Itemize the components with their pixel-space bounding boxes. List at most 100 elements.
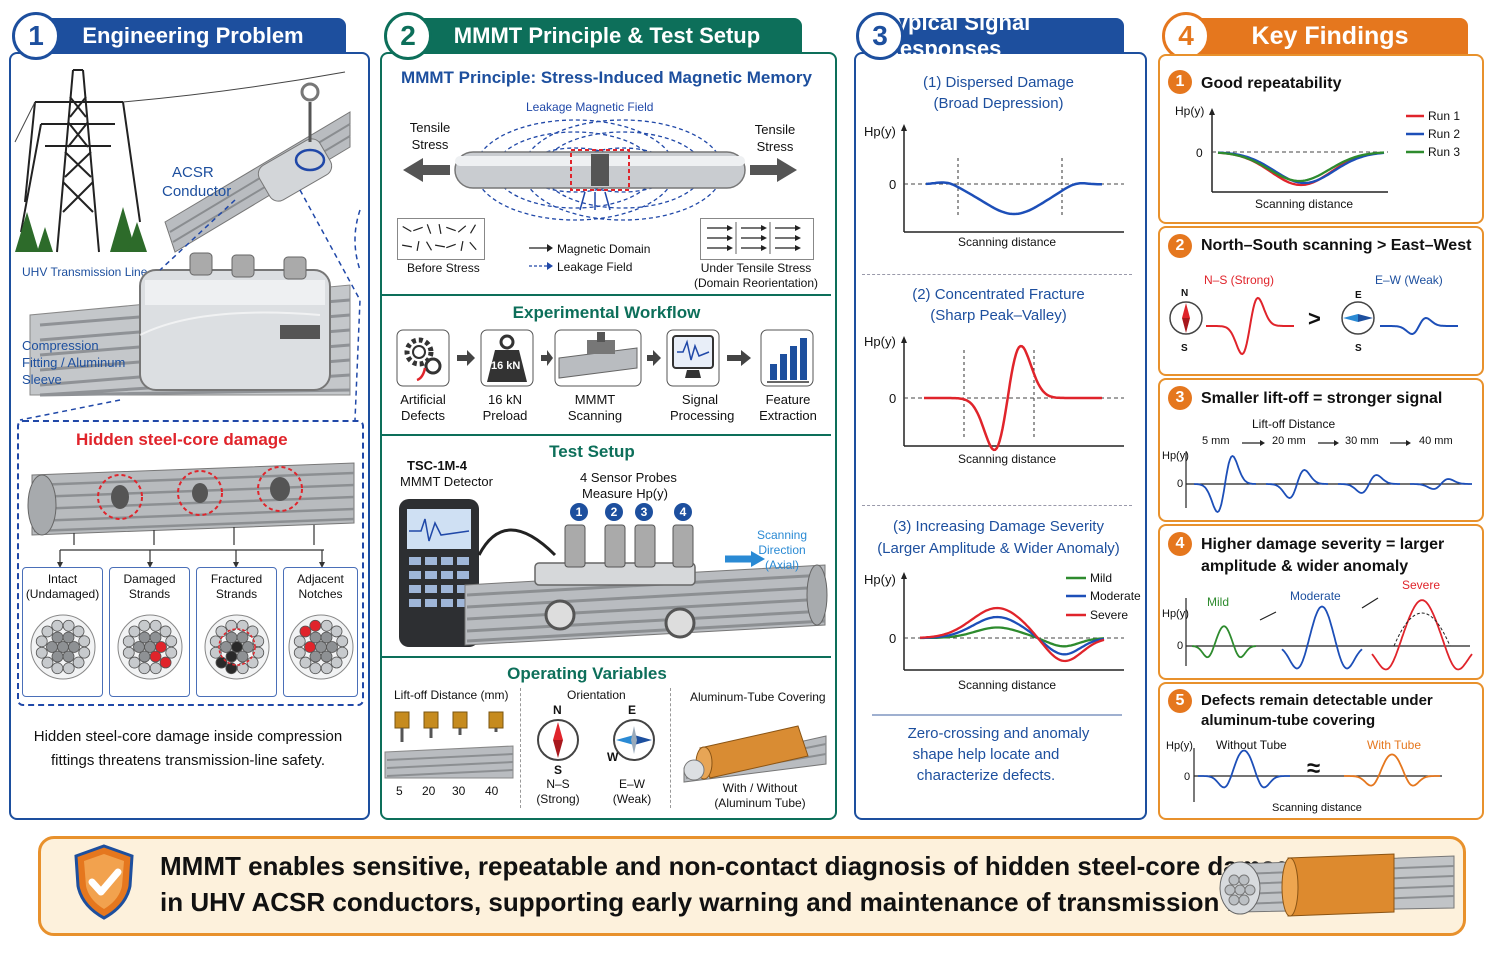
f2-ew-label: E–W (Weak) xyxy=(1375,273,1443,287)
panel2-title: MMMT Principle & Test Setup xyxy=(453,23,761,48)
f1-zero: 0 xyxy=(1196,146,1203,160)
f4-label-mild: Mild xyxy=(1207,595,1230,609)
panel4-header: Key Findings xyxy=(1192,18,1468,54)
xs-strand xyxy=(138,619,151,632)
f3-signal-2 xyxy=(1266,469,1328,499)
f4-label-severe: Severe xyxy=(1402,578,1441,592)
compass-ew-e: E xyxy=(628,703,637,717)
panel1-number-badge: 1 xyxy=(12,12,60,60)
panel3-header: Typical Signal Responses xyxy=(884,10,1124,61)
ns-strong-2: (Strong) xyxy=(536,792,580,806)
xs-strand xyxy=(133,641,145,653)
panel3-note-1: Zero-crossing and anomaly xyxy=(907,725,1090,742)
variables-separator-1 xyxy=(520,688,522,808)
xs-strand xyxy=(309,619,322,632)
xs-strand xyxy=(68,641,80,653)
g3-legend-swatches xyxy=(1066,576,1086,617)
f1-legend-swatches xyxy=(1406,114,1424,154)
banner-cable-illustration xyxy=(1219,853,1455,917)
banner-line-1: MMMT enables sensitive, repeatable and n… xyxy=(160,851,1306,881)
xs-strand xyxy=(46,641,58,653)
domain-arrow xyxy=(469,224,477,234)
scan-direction-2: Direction xyxy=(758,543,806,557)
workflow-1-l2: Defects xyxy=(400,408,446,423)
g3-ylabel: Hp(y) xyxy=(864,572,896,587)
f5-with-line xyxy=(1344,753,1440,787)
xs-strand xyxy=(236,650,249,663)
f5-axes xyxy=(1193,748,1442,802)
f2-ns-signal xyxy=(1206,296,1294,356)
shield-check-icon xyxy=(74,844,134,920)
domain-arrow xyxy=(426,224,432,234)
workflow-diagram xyxy=(396,329,814,387)
f1-axes xyxy=(1211,110,1388,193)
panel2-divider-1 xyxy=(382,294,831,296)
f2-ew-line xyxy=(1380,316,1458,336)
xs-strand xyxy=(330,656,343,669)
panel3-divider-2 xyxy=(862,505,1132,507)
panel4-title: Key Findings xyxy=(1251,21,1409,50)
case-connector-lines xyxy=(57,549,325,568)
f4-label-moderate: Moderate xyxy=(1290,589,1341,603)
g1-signal-line xyxy=(925,181,1102,216)
g3-xlabel: Scanning distance xyxy=(958,678,1057,692)
g2-ylabel: Hp(y) xyxy=(864,334,896,349)
xs-strand xyxy=(78,646,91,659)
g2-signal-line xyxy=(924,344,1102,452)
under-stress-label-2: (Domain Reorientation) xyxy=(693,276,819,290)
g2-title-1: (2) Concentrated Fracture xyxy=(912,286,1085,303)
fitting-label-2: Fitting / Aluminum xyxy=(22,355,126,370)
xs-strand xyxy=(128,656,141,669)
panel3-divider-1 xyxy=(862,274,1132,276)
xs-strand xyxy=(252,635,265,648)
f3-value-2: 20 mm xyxy=(1272,435,1306,447)
xs-strand xyxy=(236,631,249,644)
panel2-number-badge: 2 xyxy=(384,12,432,60)
xs-strand xyxy=(246,625,259,638)
panel3-number-badge: 3 xyxy=(856,12,904,60)
graph-concentrated-fracture xyxy=(901,336,1124,452)
panel3-note-3: characterize defects. xyxy=(916,767,1056,784)
transmission-tower-illustration xyxy=(14,69,351,253)
f2-ns-n: N xyxy=(1181,288,1189,299)
domain-arrow xyxy=(446,226,456,232)
xs-strand xyxy=(51,662,64,675)
xs-strand xyxy=(336,646,349,659)
f2-ns-line xyxy=(1206,296,1294,356)
case-damaged: Damaged Strands xyxy=(109,567,190,697)
f5-with-label: With Tube xyxy=(1367,738,1422,752)
finding-2-title: North–South scanning > East–West xyxy=(1201,237,1472,254)
f4-moderate-line xyxy=(1281,605,1363,670)
xs-strand xyxy=(299,656,312,669)
tube-title: Aluminum-Tube Covering xyxy=(690,690,826,704)
leakage-field-label: Leakage Magnetic Field xyxy=(526,100,654,114)
test-setup-illustration xyxy=(399,499,828,647)
g3-title-2: (Larger Amplitude & Wider Anomaly) xyxy=(877,540,1120,557)
panel2-header: MMMT Principle & Test Setup xyxy=(412,18,802,54)
g2-title-2: (Sharp Peak–Valley) xyxy=(930,307,1067,324)
domain-arrow xyxy=(401,244,413,248)
domain-arrow xyxy=(469,241,477,251)
xs-strand xyxy=(320,662,333,675)
scan-direction-1: Scanning xyxy=(756,528,808,542)
case-fractured: Fractured Strands xyxy=(196,567,277,697)
g1-markers xyxy=(957,158,1063,218)
compass-ns-n: N xyxy=(553,703,562,717)
g2-markers xyxy=(963,350,1035,440)
panel3-note-2: shape help locate and xyxy=(912,746,1060,763)
xs-strand xyxy=(122,646,135,659)
xs-strand xyxy=(78,635,91,648)
f5-approx: ≈ xyxy=(1307,755,1321,782)
xs-strand xyxy=(149,662,162,675)
domain-arrow xyxy=(438,223,442,235)
f1-ylabel: Hp(y) xyxy=(1175,104,1205,118)
xs-strand xyxy=(309,662,322,675)
domain-arrow xyxy=(460,240,464,252)
f5-zero: 0 xyxy=(1184,771,1191,783)
f2-ns-s: S xyxy=(1181,343,1188,354)
graph-dispersed-damage xyxy=(901,124,1124,233)
xs-strand xyxy=(72,625,85,638)
f4-mild-line xyxy=(1191,625,1257,659)
f1-legend-run1: Run 1 xyxy=(1428,109,1461,123)
domain-arrow xyxy=(446,243,456,249)
